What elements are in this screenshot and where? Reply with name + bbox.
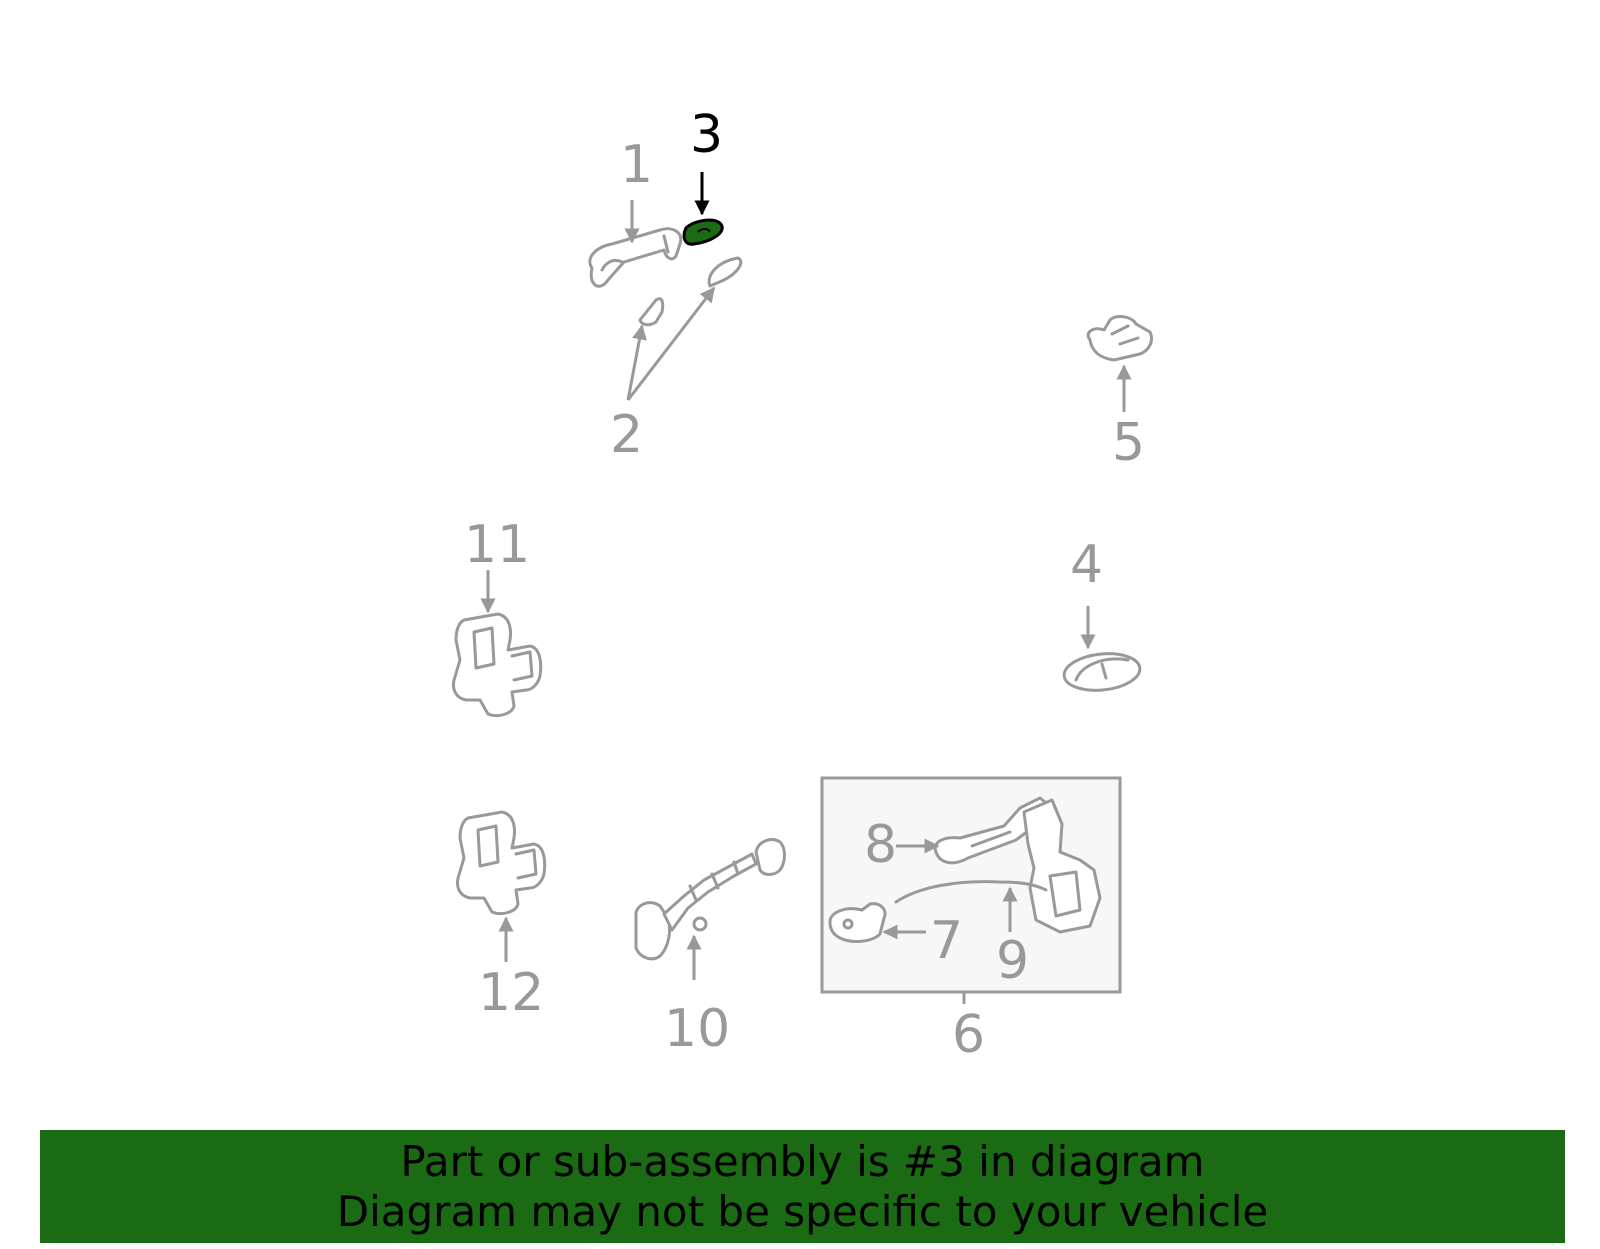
- banner-line-2: Diagram may not be specific to your vehi…: [336, 1186, 1269, 1236]
- callout-6[interactable]: 6: [952, 1005, 985, 1065]
- part-6-lock-assembly[interactable]: [820, 776, 1122, 1004]
- callout-11[interactable]: 11: [464, 515, 530, 575]
- callout-3[interactable]: 3: [690, 105, 723, 165]
- part-11-hinge: [452, 612, 543, 718]
- part-3-handle-cap[interactable]: [682, 218, 724, 246]
- callout-10[interactable]: 10: [664, 999, 730, 1059]
- part-3-shape: [682, 218, 724, 246]
- callout-5[interactable]: 5: [1112, 413, 1145, 473]
- callout-12[interactable]: 12: [478, 963, 544, 1023]
- callout-2[interactable]: 2: [610, 405, 643, 465]
- arrow-2b: [626, 286, 716, 401]
- part-12-hinge: [456, 810, 547, 916]
- callout-4[interactable]: 4: [1070, 535, 1103, 595]
- callout-8[interactable]: 8: [864, 815, 897, 875]
- part-1-outside-handle: [588, 227, 683, 288]
- part-10-door-check: [634, 838, 786, 961]
- arrow-2a: [626, 324, 647, 401]
- callout-1[interactable]: 1: [620, 135, 653, 195]
- info-banner: Part or sub-assembly is #3 in diagram Di…: [40, 1130, 1565, 1243]
- banner-line-1: Part or sub-assembly is #3 in diagram: [400, 1136, 1205, 1186]
- lock-body: [1022, 798, 1102, 934]
- part-7-actuator: [828, 902, 887, 943]
- part-4-escutcheon: [1062, 652, 1142, 692]
- part-2-pads: [638, 256, 743, 327]
- part-5-striker: [1086, 315, 1154, 362]
- callout-7[interactable]: 7: [930, 911, 963, 971]
- part-9-cable: [894, 880, 1048, 904]
- callout-9[interactable]: 9: [996, 931, 1029, 991]
